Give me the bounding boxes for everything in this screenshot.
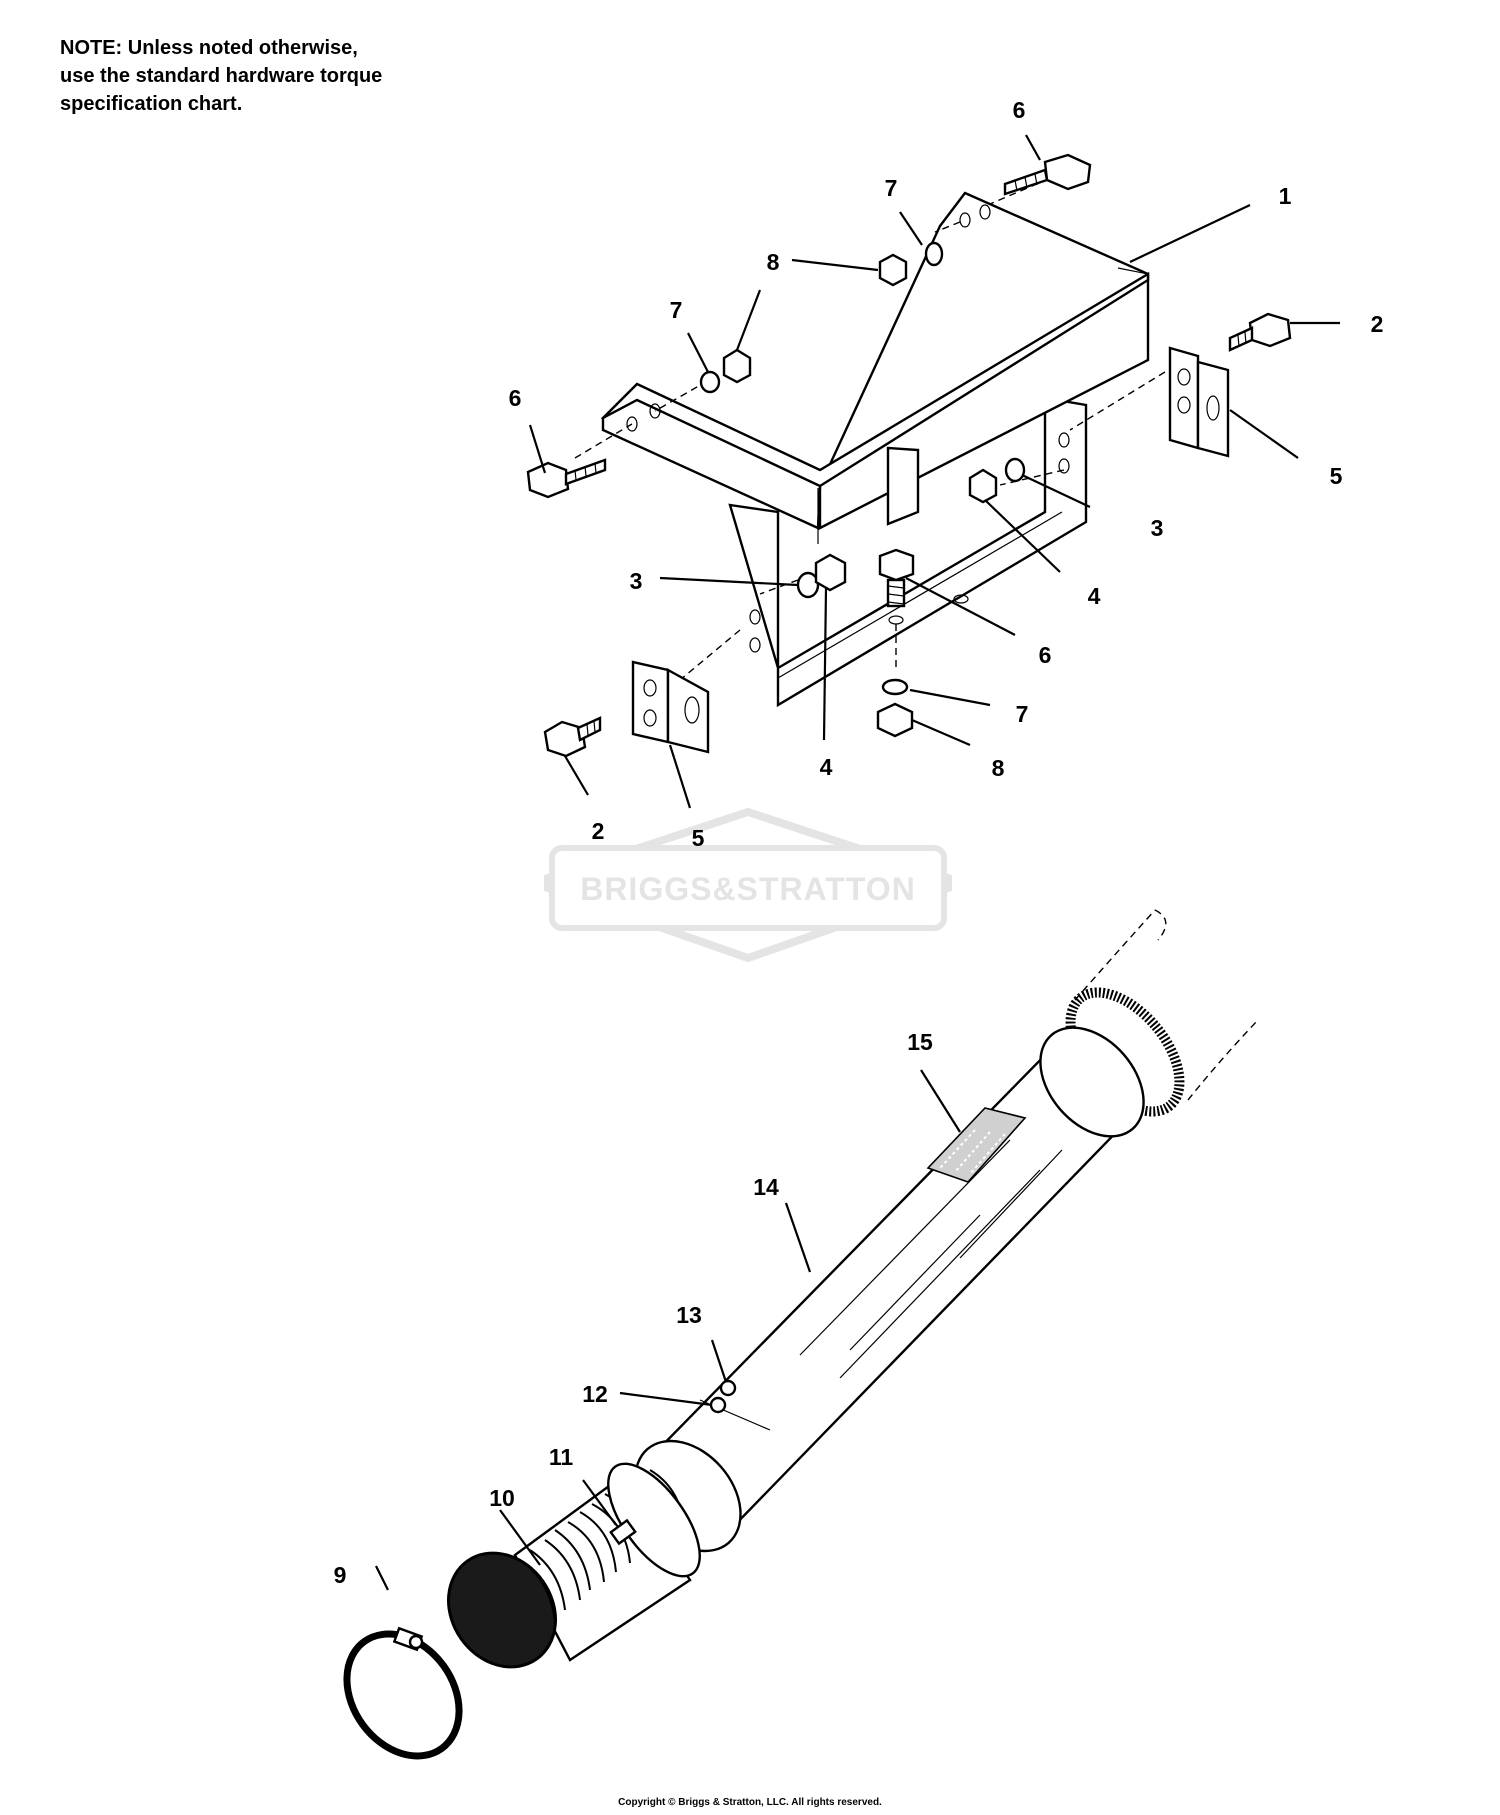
warning-decal [926,1107,1027,1183]
callout-8-bottom: 8 [992,755,1005,781]
callout-7-top-left: 7 [670,297,683,323]
clamp-plate-right [1168,346,1230,458]
note-line-3: specification chart. [60,93,243,115]
hex-nut-left [814,553,847,592]
callout-5-right: 5 [1330,463,1343,489]
callout-6-center: 6 [1039,642,1052,668]
clamp-plate-left [631,660,710,754]
hex-nut-top-right [878,253,908,287]
copyright-notice: Copyright © Briggs & Stratton, LLC. All … [618,1797,882,1808]
callout-10: 10 [489,1485,515,1511]
callout-4-left: 4 [820,754,833,780]
callout-3-left: 3 [630,568,643,594]
hex-bolt-top-left [526,458,607,499]
callout-labels: 1 2 2 3 3 4 4 5 5 6 6 6 7 7 7 8 8 9 10 1… [334,97,1384,1588]
callout-5-left: 5 [692,825,705,851]
callout-1: 1 [1279,183,1292,209]
tube-washer [709,1396,727,1414]
hose-clamp-lower [343,1626,463,1760]
callout-6-top-right: 6 [1013,97,1026,123]
callout-8-top-right: 8 [767,249,780,275]
mounting-bracket [600,191,1150,708]
lock-washer-top-right [924,241,944,267]
hose-clamp-upper [607,1462,701,1578]
callout-7-top-right: 7 [885,175,898,201]
callout-2-left: 2 [592,818,605,844]
callout-15: 15 [907,1029,933,1055]
hex-nut-bottom [876,702,914,738]
lock-washer-top-left [699,370,721,394]
collection-tube [634,1026,1145,1553]
callout-4-right: 4 [1088,583,1101,609]
callout-13: 13 [676,1302,702,1328]
callout-9: 9 [334,1562,347,1588]
leader-lines [375,134,1340,1591]
hex-nut-right [968,468,998,504]
note-line-2: use the standard hardware torque [60,65,383,87]
watermark-text: BRIGGS&STRATTON [580,871,916,907]
hex-bolt-top-right [1003,153,1092,196]
callout-14: 14 [753,1174,779,1200]
hex-nut-top-left [722,348,752,384]
callout-11: 11 [549,1444,574,1470]
callout-3-right: 3 [1151,515,1164,541]
note-line-1: NOTE: Unless noted otherwise, [60,37,358,59]
hex-bolt-right [1228,312,1292,352]
callout-7-bottom: 7 [1016,701,1029,727]
lock-washer-bottom [881,678,909,696]
briggs-stratton-watermark: BRIGGS&STRATTON [544,807,952,963]
callout-2-right: 2 [1371,311,1384,337]
callout-6-top-left: 6 [509,385,522,411]
lock-washer-right [1004,457,1026,483]
tube-screw [719,1379,737,1397]
callout-12: 12 [582,1381,608,1407]
hex-bolt-center [878,548,915,608]
hex-bolt-left [543,716,602,758]
torque-note: NOTE: Unless noted otherwise, use the st… [60,34,382,118]
